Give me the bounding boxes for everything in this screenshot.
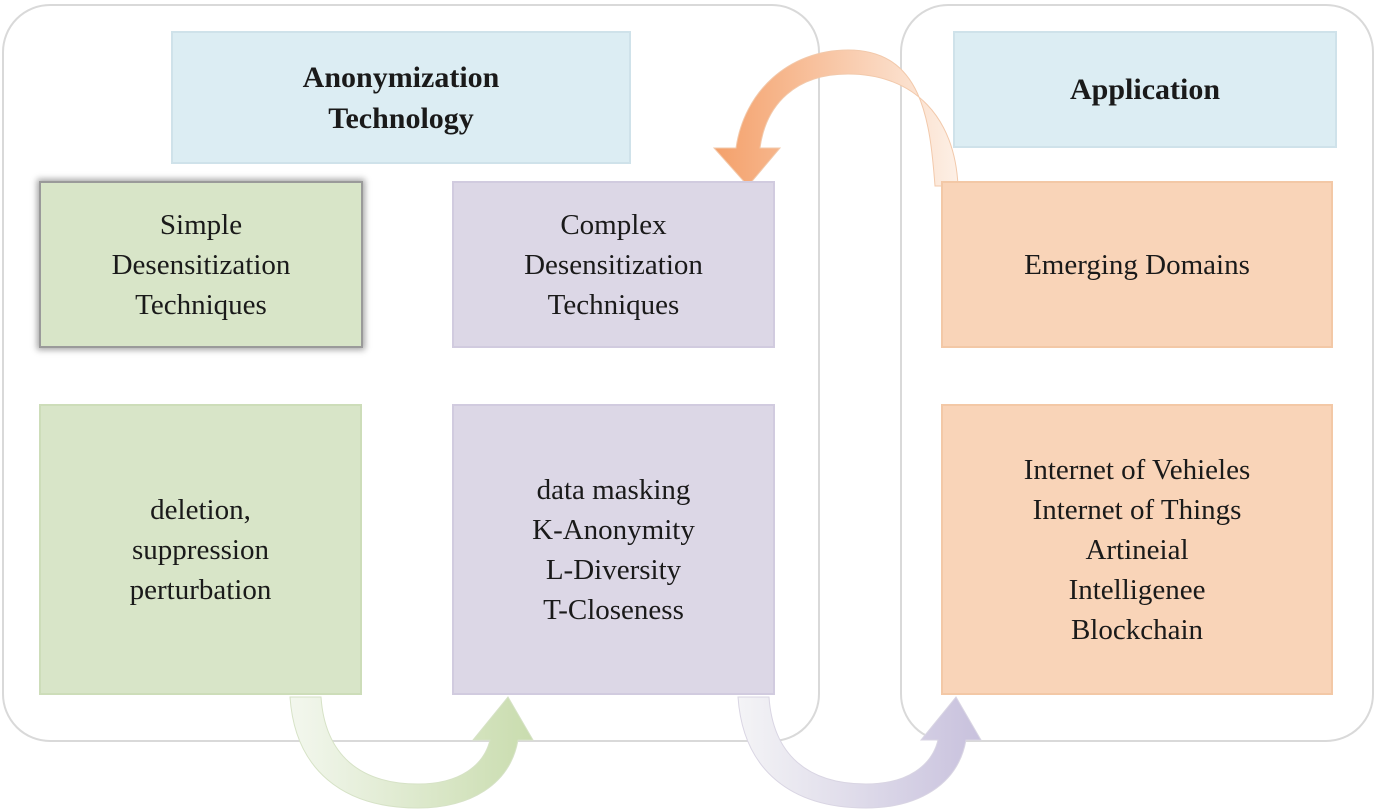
application-header: Application <box>953 31 1337 148</box>
simple-desensitization-box[interactable]: Simple Desensitization Techniques <box>39 181 363 348</box>
anonymization-technology-header: Anonymization Technology <box>171 31 631 164</box>
complex-desensitization-box[interactable]: Complex Desensitization Techniques <box>452 181 775 348</box>
complex-techniques-list: data masking K-Anonymity L-Diversity T-C… <box>452 404 775 695</box>
emerging-domains-box[interactable]: Emerging Domains <box>941 181 1333 348</box>
simple-techniques-list: deletion, suppression perturbation <box>39 404 362 695</box>
emerging-domains-list: Internet of Vehieles Internet of Things … <box>941 404 1333 695</box>
